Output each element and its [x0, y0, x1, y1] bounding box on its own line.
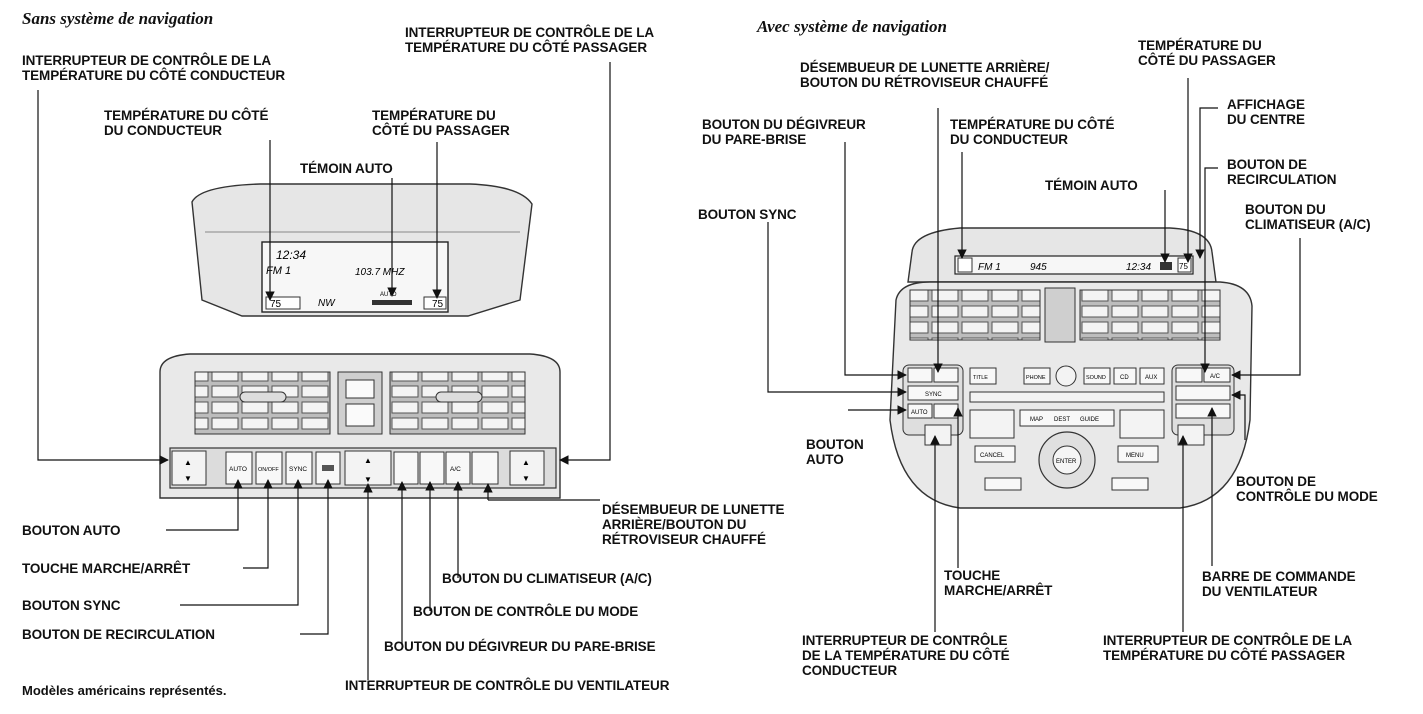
right-btn-sound-label[interactable]: SOUND: [1086, 375, 1106, 381]
svg-text:▼: ▼: [364, 475, 372, 484]
right-btn-menu-label[interactable]: MENU: [1126, 453, 1144, 459]
right-btn-onoff: [934, 404, 958, 418]
right-btn-guide-label[interactable]: GUIDE: [1080, 417, 1099, 423]
svg-text:▲: ▲: [522, 458, 530, 467]
left-display-clock: 12:34: [276, 248, 306, 262]
right-label-rear-defog: DÉSEMBUEUR DE LUNETTE ARRIÈRE/ BOUTON DU…: [800, 60, 1049, 90]
right-btn-mode: [1176, 386, 1230, 400]
right-volume-knob: [1056, 366, 1076, 386]
left-label-fan-switch: INTERRUPTEUR DE CONTRÔLE DU VENTILATEUR: [345, 678, 669, 693]
left-label-auto-button: BOUTON AUTO: [22, 523, 120, 538]
left-display-freq: 103.7 MHZ: [355, 267, 405, 278]
left-btn-ac-label[interactable]: A/C: [450, 466, 461, 473]
left-label-ac: BOUTON DU CLIMATISEUR (A/C): [442, 571, 652, 586]
right-vent-right: [1080, 290, 1220, 340]
left-display-temp-driver: 75: [270, 299, 282, 310]
left-btn-sync-label[interactable]: SYNC: [289, 466, 307, 473]
left-heading: Sans système de navigation: [22, 9, 213, 29]
right-label-windshield: BOUTON DU DÉGIVREUR DU PARE-BRISE: [702, 117, 866, 147]
right-btn-dest-label[interactable]: DEST: [1054, 417, 1070, 423]
right-btn-phone-label[interactable]: PHONE: [1026, 375, 1046, 381]
left-btn-mode: [420, 452, 444, 484]
left-label-on-off: TOUCHE MARCHE/ARRÊT: [22, 561, 190, 576]
left-display-temp-passenger: 75: [432, 299, 444, 310]
left-vent-right: [390, 372, 525, 434]
right-vent-left: [910, 290, 1040, 340]
right-btn-windshield: [908, 368, 932, 382]
right-driver-temp-switch: [925, 425, 951, 445]
right-label-center-display: AFFICHAGE DU CENTRE: [1227, 97, 1305, 127]
right-passenger-temp-switch: [1178, 425, 1204, 445]
right-label-fan-bar: BARRE DE COMMANDE DU VENTILATEUR: [1202, 569, 1356, 599]
right-label-on-off: TOUCHE MARCHE/ARRÊT: [944, 568, 1052, 598]
right-btn-recirc: [1176, 368, 1202, 382]
left-btn-auto-label[interactable]: AUTO: [229, 466, 247, 473]
right-btn-title-label[interactable]: TITLE: [973, 375, 988, 381]
left-label-passenger-temp: TEMPÉRATURE DU CÔTÉ DU PASSAGER: [372, 108, 510, 138]
right-btn-auto-label[interactable]: AUTO: [911, 410, 928, 416]
left-label-auto-indicator: TÉMOIN AUTO: [300, 161, 393, 176]
right-display-band: FM 1: [978, 262, 1001, 273]
right-label-sync: BOUTON SYNC: [698, 207, 796, 222]
left-label-driver-temp-switch: INTERRUPTEUR DE CONTRÔLE DE LA TEMPÉRATU…: [22, 53, 285, 83]
svg-text:▼: ▼: [184, 474, 192, 483]
right-display-temp: 75: [1179, 262, 1188, 271]
right-display-clock: 12:34: [1126, 262, 1151, 273]
right-btn-ac-label[interactable]: A/C: [1210, 374, 1221, 380]
right-label-driver-temp-switch: INTERRUPTEUR DE CONTRÔLE DE LA TEMPÉRATU…: [802, 633, 1010, 678]
right-label-passenger-temp: TEMPÉRATURE DU CÔTÉ DU PASSAGER: [1138, 38, 1276, 68]
footnote: Modèles américains représentés.: [22, 683, 227, 698]
left-btn-windshield: [394, 452, 418, 484]
right-btn-aux-label[interactable]: AUX: [1145, 375, 1157, 381]
left-console-illustration: 12:34 FM 1 103.7 MHZ 75 NW AUTO 75 ▲▼ AU…: [160, 184, 560, 498]
left-display-nw: NW: [318, 298, 336, 309]
right-label-auto-indicator: TÉMOIN AUTO: [1045, 178, 1138, 193]
left-btn-rear-defog: [472, 452, 498, 484]
left-vent-left: [195, 372, 330, 434]
right-btn-enter-label[interactable]: ENTER: [1056, 459, 1077, 465]
svg-text:▲: ▲: [364, 456, 372, 465]
right-fan-bar: [1176, 404, 1230, 418]
right-label-ac: BOUTON DU CLIMATISEUR (A/C): [1245, 202, 1371, 232]
right-heading: Avec système de navigation: [757, 17, 947, 37]
right-label-mode: BOUTON DE CONTRÔLE DU MODE: [1236, 474, 1378, 504]
right-btn-cd-label[interactable]: CD: [1120, 375, 1129, 381]
right-display-freq: 945: [1030, 262, 1047, 273]
left-label-recirc: BOUTON DE RECIRCULATION: [22, 627, 215, 642]
right-btn-map-label[interactable]: MAP: [1030, 417, 1043, 423]
right-label-auto-button: BOUTON AUTO: [806, 437, 864, 467]
left-btn-onoff-label[interactable]: ON/OFF: [258, 467, 279, 473]
left-label-rear-defog: DÉSEMBUEUR DE LUNETTE ARRIÈRE/BOUTON DU …: [602, 502, 784, 547]
right-hazard-block: [1045, 288, 1075, 342]
left-label-windshield: BOUTON DU DÉGIVREUR DU PARE-BRISE: [384, 639, 655, 654]
right-btn-cancel-label[interactable]: CANCEL: [980, 453, 1005, 459]
left-label-driver-temp: TEMPÉRATURE DU CÔTÉ DU CONDUCTEUR: [104, 108, 268, 138]
right-label-driver-temp: TEMPÉRATURE DU CÔTÉ DU CONDUCTEUR: [950, 117, 1114, 147]
right-label-recirc: BOUTON DE RECIRCULATION: [1227, 157, 1336, 187]
right-label-passenger-temp-switch: INTERRUPTEUR DE CONTRÔLE DE LA TEMPÉRATU…: [1103, 633, 1352, 663]
svg-text:▼: ▼: [522, 474, 530, 483]
left-label-passenger-temp-switch: INTERRUPTEUR DE CONTRÔLE DE LA TEMPÉRATU…: [405, 25, 654, 55]
left-display-auto: AUTO: [380, 292, 397, 298]
right-console-illustration: FM 1 945 12:34 75 SYNC AUTO TITLE PHONE …: [890, 228, 1252, 508]
left-label-mode: BOUTON DE CONTRÔLE DU MODE: [413, 604, 638, 619]
svg-text:▲: ▲: [184, 458, 192, 467]
left-label-sync: BOUTON SYNC: [22, 598, 120, 613]
right-btn-sync-label[interactable]: SYNC: [925, 392, 942, 398]
